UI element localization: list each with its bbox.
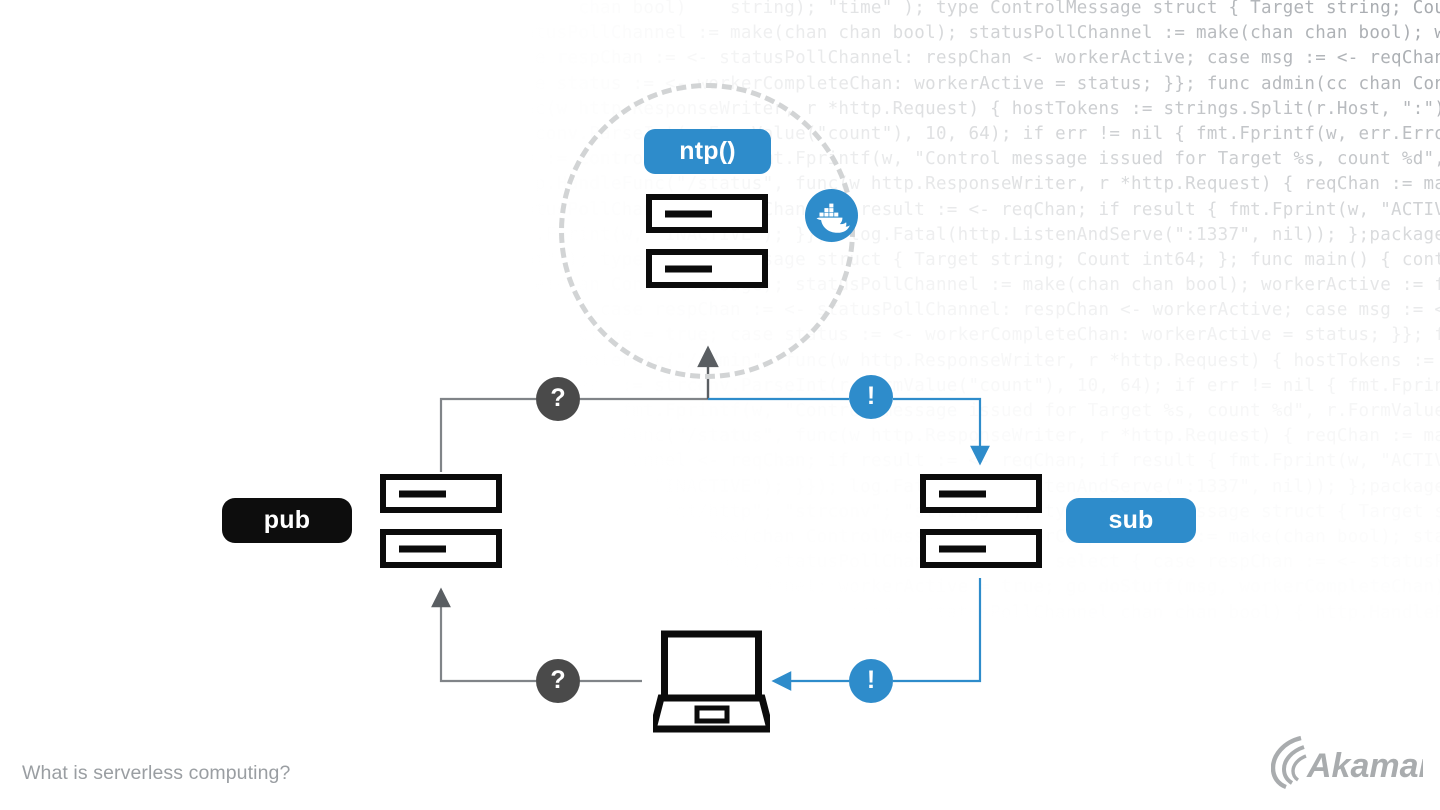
- event-marker-bottom: !: [849, 659, 893, 703]
- wire-ntp-to-sub: [708, 397, 990, 466]
- page-caption: What is serverless computing?: [22, 762, 291, 784]
- wire-sub-to-client: [771, 578, 982, 691]
- pub-pill-label[interactable]: pub: [222, 498, 352, 543]
- server-stack-icon-ntp: [646, 194, 768, 288]
- laptop-icon: [648, 630, 775, 735]
- wire-pub-to-ntp: [439, 345, 719, 472]
- server-stack-icon-pub: [380, 474, 502, 568]
- server-unit: [920, 529, 1042, 568]
- server-unit: [646, 194, 768, 233]
- wire-client-to-pub: [431, 587, 642, 683]
- docker-icon: [805, 189, 858, 242]
- server-stack-icon-sub: [920, 474, 1042, 568]
- query-marker-bottom: ?: [536, 659, 580, 703]
- server-unit: [380, 529, 502, 568]
- event-marker-top: !: [849, 375, 893, 419]
- server-unit: [380, 474, 502, 513]
- server-unit: [646, 249, 768, 288]
- sub-pill-label[interactable]: sub: [1066, 498, 1196, 543]
- akamai-logo: Akamai: [1270, 735, 1430, 791]
- akamai-wordmark: Akamai: [1306, 747, 1423, 785]
- ntp-pill-label[interactable]: ntp(): [644, 129, 771, 174]
- query-marker-top: ?: [536, 377, 580, 421]
- server-unit: [920, 474, 1042, 513]
